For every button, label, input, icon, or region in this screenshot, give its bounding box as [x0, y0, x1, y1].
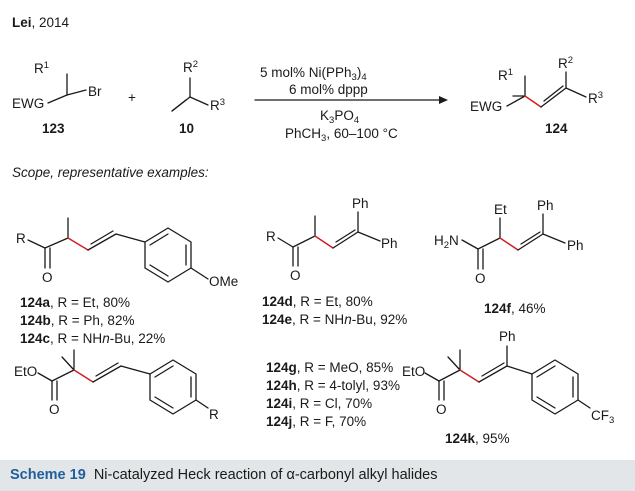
example-124d-e: R O Ph Ph 124d, R = Et, 80% 124e, R = NH… [262, 196, 407, 327]
condition-base: K3PO4 [320, 108, 359, 126]
ex3-phenyl-2: Ph [567, 238, 584, 253]
ex2-oxygen-label: O [290, 268, 301, 283]
reactant-alkene-10: R2 R3 10 [171, 59, 225, 136]
ex3-amine-label: H2N [434, 233, 459, 251]
ex4-row-124i: 124i, R = Cl, 70% [266, 396, 372, 411]
ex3-oxygen-label: O [475, 271, 486, 286]
scheme-caption: Scheme 19 Ni-catalyzed Heck reaction of … [0, 460, 635, 491]
ex4-r-label: R [209, 407, 219, 422]
product-ewg-label: EWG [470, 99, 502, 114]
r3-label: R3 [210, 97, 225, 113]
ex2-phenyl-1: Ph [352, 196, 369, 211]
ex4-row-124h: 124h, R = 4-tolyl, 93% [266, 378, 400, 393]
header-citation: Lei, 2014 [12, 15, 70, 30]
ex5-ester-label: EtO [402, 364, 425, 379]
ex5-oxygen-label: O [436, 402, 447, 417]
product-r1-label: R1 [498, 67, 513, 83]
ex5-phenyl-label: Ph [499, 329, 516, 344]
ex4-row-124j: 124j, R = F, 70% [266, 414, 366, 429]
header-year: , 2014 [32, 15, 70, 30]
ex2-row-124e: 124e, R = NHn-Bu, 92% [262, 312, 407, 327]
product-r3-label: R3 [588, 90, 603, 106]
example-124k: EtO O Ph CF3 124k, 95% [402, 329, 614, 446]
ex5-cf3-label: CF3 [591, 408, 614, 426]
plus-sign: + [128, 90, 136, 105]
ex2-r-label: R [266, 229, 276, 244]
example-124f: H2N O Et Ph Ph 124f, 46% [434, 198, 584, 316]
condition-ligand: 6 mol% dppp [289, 82, 368, 97]
header-author: Lei [12, 15, 32, 30]
ex3-phenyl-1: Ph [537, 198, 554, 213]
caption-description: Ni-catalyzed Heck reaction of α-carbonyl… [85, 467, 438, 483]
caption-label: Scheme 19 [10, 467, 86, 483]
bromide-label: Br [88, 84, 102, 99]
compound-label-124: 124 [545, 121, 568, 136]
ex1-row-124c: 124c, R = NHn-Bu, 22% [20, 331, 165, 346]
ex1-r-label: R [16, 231, 26, 246]
compound-label-123: 123 [42, 121, 65, 136]
ex4-oxygen-label: O [49, 402, 60, 417]
compound-label-10: 10 [179, 121, 194, 136]
ex2-row-124d: 124d, R = Et, 80% [262, 294, 373, 309]
product-r2-label: R2 [558, 55, 573, 71]
reaction-arrow [254, 96, 448, 104]
condition-catalyst: 5 mol% Ni(PPh3)4 [260, 65, 367, 83]
product-124: R1 R2 R3 EWG 124 [470, 55, 603, 136]
ex1-row-124a: 124a, R = Et, 80% [20, 295, 130, 310]
ex5-row-124k: 124k, 95% [445, 431, 510, 446]
condition-solvent: PhCH3, 60–100 °C [285, 126, 398, 144]
ex4-row-124g: 124g, R = MeO, 85% [266, 360, 393, 375]
r1-label: R1 [34, 60, 49, 76]
ex1-methoxy-label: OMe [209, 274, 238, 289]
ex4-ester-label: EtO [14, 364, 37, 379]
ex1-oxygen-label: O [42, 270, 53, 285]
caption-text: Scheme 19 Ni-catalyzed Heck reaction of … [10, 467, 437, 483]
example-124a-c: R O OMe 124a, R = Et, 80% 124b, R = Ph, … [16, 217, 238, 346]
ex2-phenyl-2: Ph [381, 236, 398, 251]
ex3-ethyl-label: Et [494, 202, 507, 217]
scope-title: Scope, representative examples: [12, 165, 209, 180]
scheme-drawing: Lei, 2014 R1 Br EWG 123 + R2 R3 10 5 mol… [12, 15, 614, 446]
ewg-label: EWG [12, 96, 44, 111]
ex1-row-124b: 124b, R = Ph, 82% [20, 313, 134, 328]
reactant-123: R1 Br EWG 123 [12, 60, 102, 136]
ex3-row-124f: 124f, 46% [484, 301, 546, 316]
r2-label: R2 [183, 59, 198, 75]
example-124g-j: EtO O R 124g, R = MeO, 85% 124h, R = 4-t… [14, 349, 400, 429]
